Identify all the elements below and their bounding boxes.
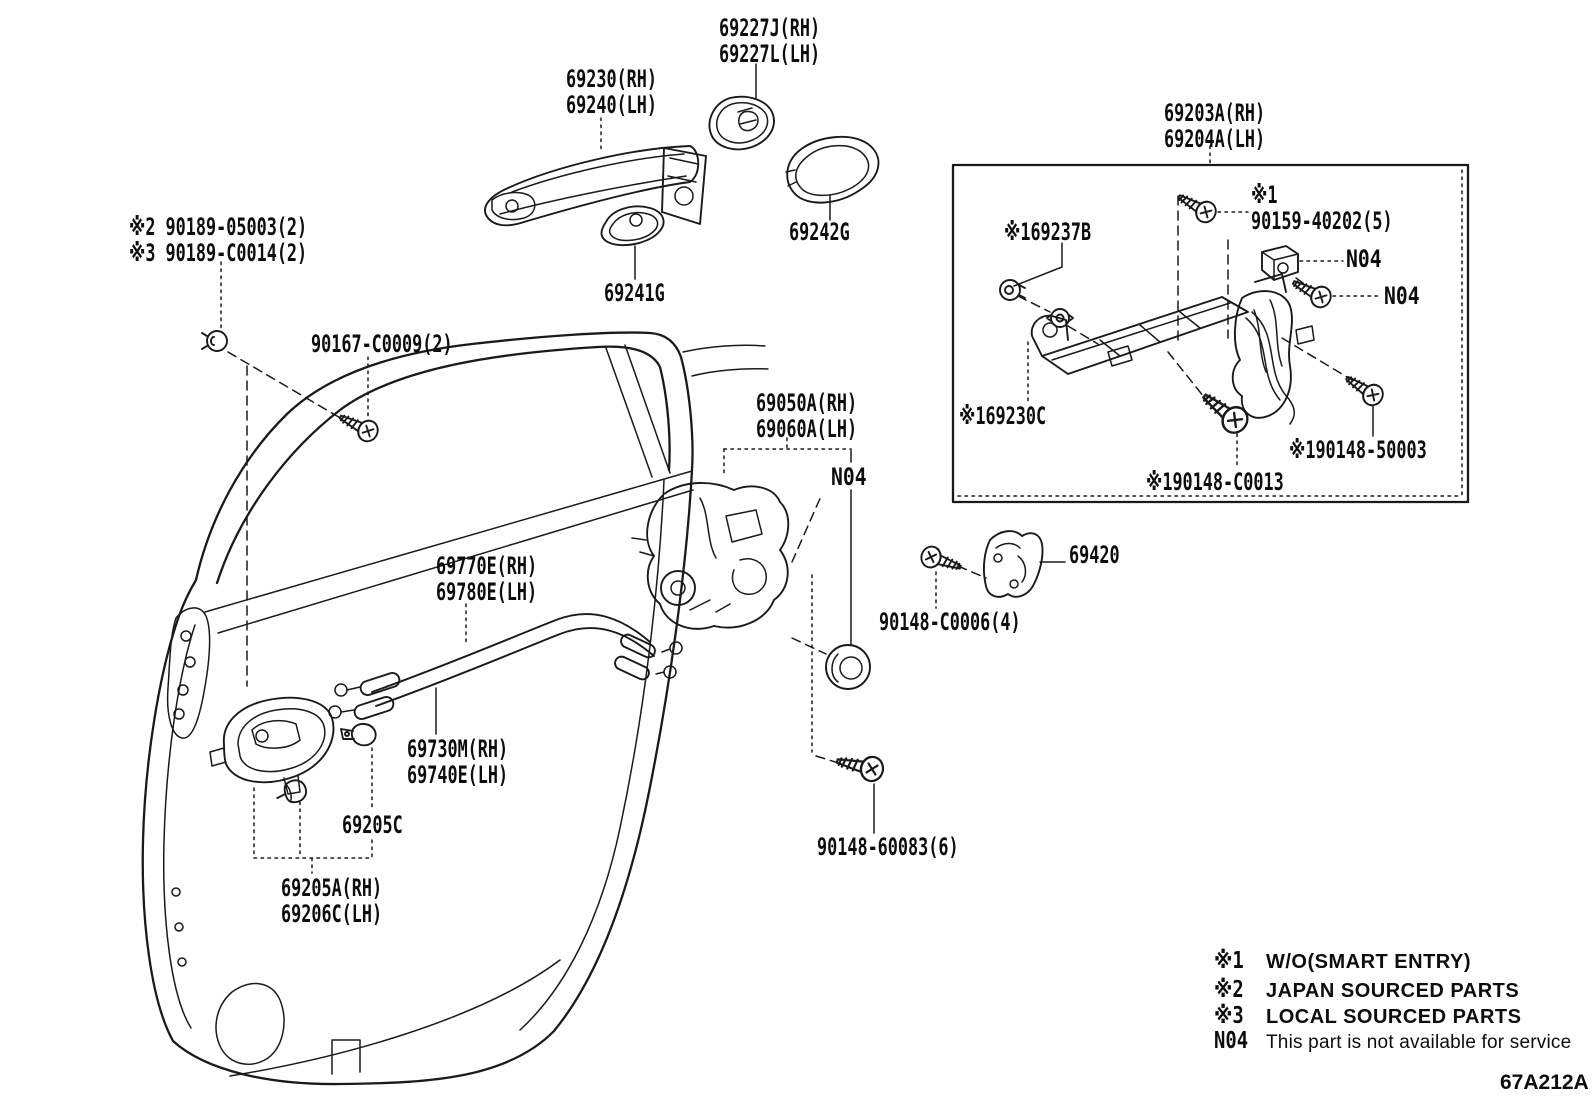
part-label-90167: 90167-C0009(2) [311, 330, 453, 358]
part-label-90189: ※2 90189-05003(2)※3 90189-C0014(2) [129, 213, 308, 267]
legend-text-3: LOCAL SOURCED PARTS [1266, 1006, 1522, 1028]
clip-69205c [276, 779, 307, 804]
dash-doorcheck [957, 565, 987, 579]
part-label-n04-screw: N04 [1384, 282, 1420, 310]
part-label-69050a: 69050A(RH)69060A(LH) [756, 389, 858, 443]
lock-control-cables [328, 613, 683, 720]
handle-knob [340, 723, 377, 747]
inside-handle-69205a [209, 696, 335, 795]
part-label-69230: 69230(RH)69240(LH) [566, 65, 658, 119]
handle-pad-69242g [785, 136, 880, 204]
part-label-69203a: 69203A(RH)69204A(LH) [1164, 99, 1266, 153]
clip-69237b [999, 279, 1026, 301]
part-label-69420: 69420 [1069, 541, 1120, 569]
handle-cover-69241g [600, 205, 665, 247]
screw-90148-c0006 [917, 543, 965, 578]
legend-row-3: ※3 LOCAL SOURCED PARTS [1214, 1003, 1521, 1029]
part-label-69242g: 69242G [789, 218, 850, 246]
part-label-90148-60083: 90148-60083(6) [817, 833, 959, 861]
door-check-69420 [982, 530, 1044, 598]
nut-69237b [1046, 308, 1074, 328]
part-label-69227: 69227J(RH)69227L(LH) [719, 14, 821, 68]
grommet [825, 644, 871, 690]
legend-text-1: W/O(SMART ENTRY) [1266, 951, 1472, 973]
legend-row-4: N04 This part is not available for servi… [1214, 1028, 1571, 1054]
legend-symbol-2: ※2 [1214, 977, 1244, 1003]
door-panel-outline [141, 331, 769, 1086]
legend-text-4: This part is not available for service [1266, 1032, 1572, 1053]
frame-assembly-box [951, 145, 1470, 504]
screw-90148-50003 [1340, 368, 1388, 410]
part-label-69230c: ※169230C [959, 402, 1047, 430]
box-leaders [1013, 195, 1382, 469]
inside-handle-bracket [253, 747, 373, 874]
n04-block [1261, 245, 1299, 281]
legend-row-2: ※2 JAPAN SOURCED PARTS [1214, 977, 1519, 1003]
legend-text-2: JAPAN SOURCED PARTS [1266, 980, 1520, 1002]
part-label-90148-c0013: ※190148-C0013 [1146, 468, 1284, 496]
part-label-69205a: 69205A(RH)69206C(LH) [281, 874, 383, 928]
part-label-90148-50003: ※190148-50003 [1289, 436, 1427, 464]
outside-handle-69230 [484, 145, 707, 227]
legend-symbol-3: ※3 [1214, 1003, 1244, 1029]
part-label-69241g: 69241G [604, 279, 665, 307]
part-label-n04-lock: N04 [831, 463, 867, 491]
screw-90159 [1172, 186, 1221, 227]
clip-90189 [201, 330, 228, 352]
part-label-69730m: 69730M(RH)69740E(LH) [407, 735, 509, 789]
diagram-code: 67A212A [1500, 1071, 1589, 1094]
legend-symbol-4: N04 [1214, 1028, 1249, 1054]
screw-n04 [1287, 272, 1336, 312]
screw-90148-60083 [833, 748, 887, 785]
screw-90148-c0013 [1195, 384, 1254, 439]
handle-cover-69227 [708, 95, 775, 151]
part-label-69237b: ※169237B [1004, 218, 1092, 246]
door-lock-assembly-69050a [631, 481, 790, 630]
screw-90167 [334, 406, 383, 446]
legend-symbol-1: ※1 [1214, 948, 1244, 974]
part-label-90148-c0006: 90148-C0006(4) [879, 608, 1021, 636]
lock-assembly-leaders [723, 437, 852, 765]
door-lock-frame-69203a [1030, 273, 1315, 425]
part-label-69205c: 69205C [342, 811, 403, 839]
part-label-69770e: 69770E(RH)69780E(LH) [436, 552, 538, 606]
part-label-n04-block: N04 [1346, 245, 1382, 273]
door-dashed-lines [220, 261, 369, 687]
legend-row-1: ※1 W/O(SMART ENTRY) [1214, 948, 1471, 974]
